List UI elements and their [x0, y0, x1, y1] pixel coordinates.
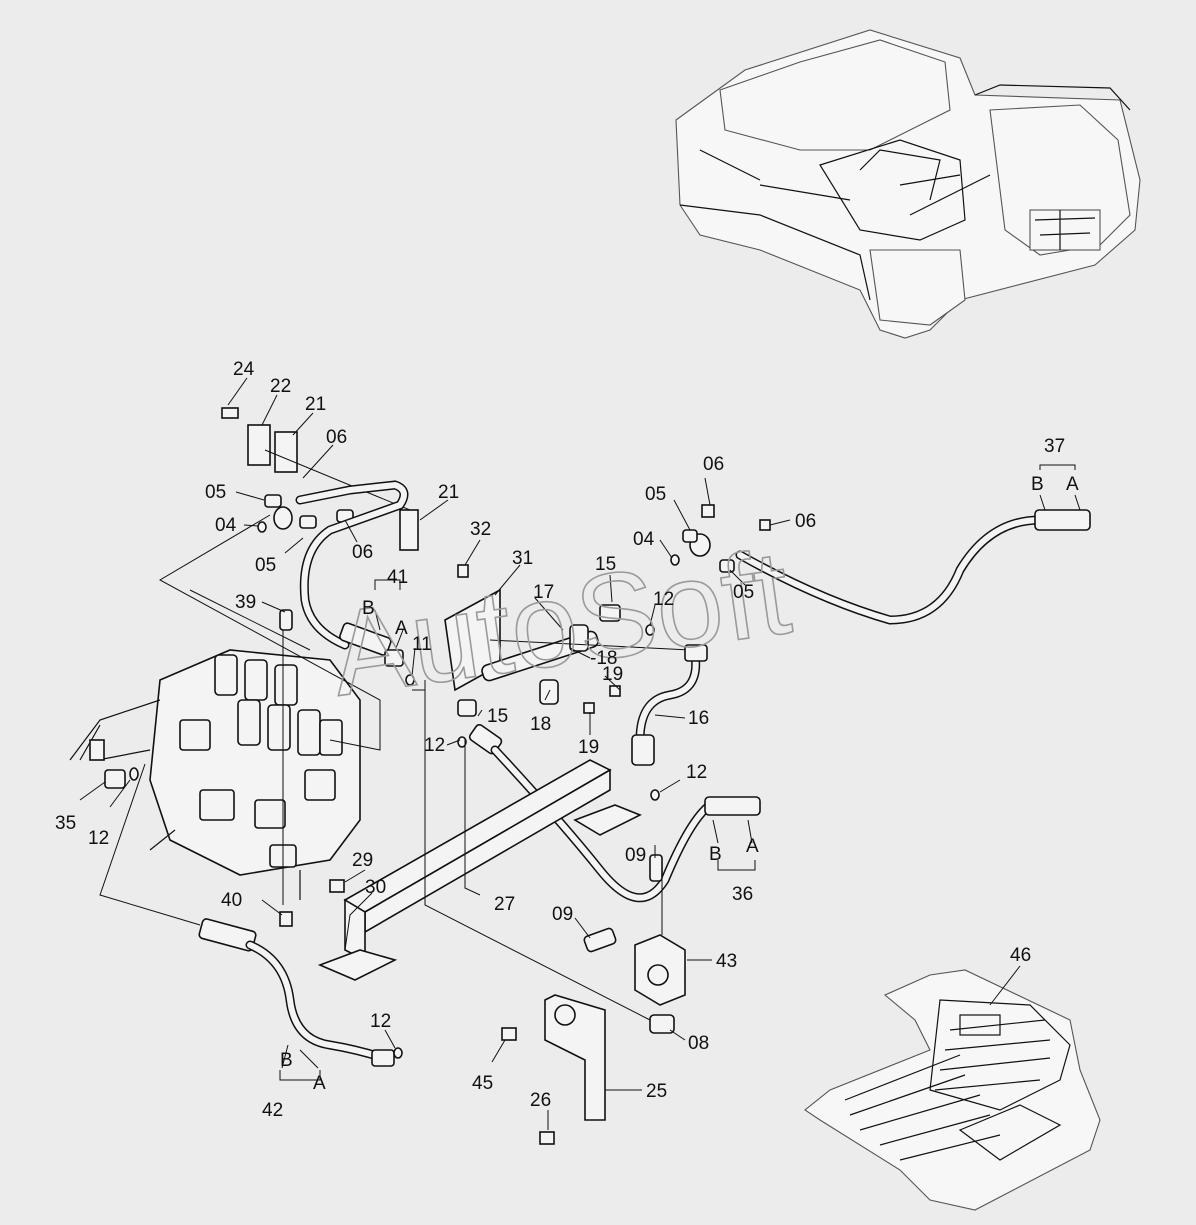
- callout-35: 35: [55, 813, 76, 834]
- callout-29: 29: [352, 850, 373, 871]
- callout-37-b: B: [1031, 474, 1044, 495]
- callout-31: 31: [512, 548, 533, 569]
- small-fittings: [104, 521, 680, 1059]
- callout-09-lower: 09: [552, 904, 573, 925]
- callout-36-b: B: [709, 844, 722, 865]
- callout-08: 08: [688, 1033, 709, 1054]
- callout-37-a: A: [1066, 474, 1079, 495]
- callout-19-lower: 19: [578, 737, 599, 758]
- callout-25: 25: [646, 1081, 667, 1102]
- callout-12-bottom: 12: [370, 1011, 391, 1032]
- callout-39: 39: [235, 592, 256, 613]
- callout-labels: 24 22 21 06 05 04 05 06 21 32 31 41 B A …: [55, 359, 1079, 1121]
- callout-15-upper: 15: [595, 554, 616, 575]
- callout-05-lower-left: 05: [255, 555, 276, 576]
- callout-12-right: 12: [686, 762, 707, 783]
- callout-18-right: -18: [590, 648, 617, 669]
- hose-16: [631, 644, 708, 766]
- callout-05-right-lower: 05: [733, 582, 754, 603]
- callout-09-upper: 09: [625, 845, 646, 866]
- callout-04-right: 04: [633, 529, 655, 550]
- callout-46: 46: [1010, 945, 1031, 966]
- callout-41-b: B: [362, 598, 375, 619]
- frame-27: [317, 759, 642, 981]
- callout-27: 27: [494, 894, 515, 915]
- hose-42: [198, 918, 395, 1067]
- callout-30: 30: [365, 877, 386, 898]
- callout-43: 43: [716, 951, 737, 972]
- callout-21-lower: 21: [438, 482, 459, 503]
- callout-24: 24: [233, 359, 255, 380]
- callout-12-upper: 12: [653, 589, 674, 610]
- upper-hose-clamp-group: [221, 407, 419, 667]
- hose-37: [682, 504, 1091, 625]
- callout-21-upper: 21: [305, 394, 326, 415]
- callout-22: 22: [270, 376, 291, 397]
- callout-36: 36: [732, 884, 753, 905]
- callout-41: 41: [387, 567, 408, 588]
- callout-04-left: 04: [215, 515, 237, 536]
- callout-42-b: B: [280, 1050, 293, 1071]
- excavator-overview-illustration: [675, 29, 1141, 339]
- callout-11: 11: [412, 634, 432, 655]
- callout-26: 26: [530, 1090, 551, 1111]
- control-valve-assembly: [69, 649, 361, 900]
- callout-32: 32: [470, 519, 491, 540]
- callout-18-lower: 18: [530, 714, 551, 735]
- callout-37: 37: [1044, 436, 1065, 457]
- callout-17: 17: [533, 582, 554, 603]
- block-43: [583, 927, 686, 1034]
- callout-05-right-upper: 05: [645, 484, 666, 505]
- callout-06-lower-left: 06: [352, 542, 373, 563]
- callout-42-a: A: [313, 1073, 326, 1094]
- callout-12-middle: 12: [424, 735, 445, 756]
- callout-15-lower: 15: [487, 706, 508, 727]
- callout-06-right: 06: [795, 511, 816, 532]
- callout-40: 40: [221, 890, 242, 911]
- callout-06-upper-left: 06: [326, 427, 347, 448]
- callout-45: 45: [472, 1073, 493, 1094]
- callout-41-a: A: [395, 618, 408, 639]
- callout-12-left: 12: [88, 828, 109, 849]
- plate-25: [501, 994, 606, 1145]
- callout-16: 16: [688, 708, 709, 729]
- callout-36-a: A: [746, 836, 759, 857]
- callout-06-right-top: 06: [703, 454, 724, 475]
- callout-19-right: 19: [602, 664, 623, 685]
- callout-05-upper-left: 05: [205, 482, 226, 503]
- leader-lines: [79, 377, 1081, 1130]
- callout-42: 42: [262, 1100, 283, 1121]
- floor-mat-illustration: [804, 969, 1101, 1211]
